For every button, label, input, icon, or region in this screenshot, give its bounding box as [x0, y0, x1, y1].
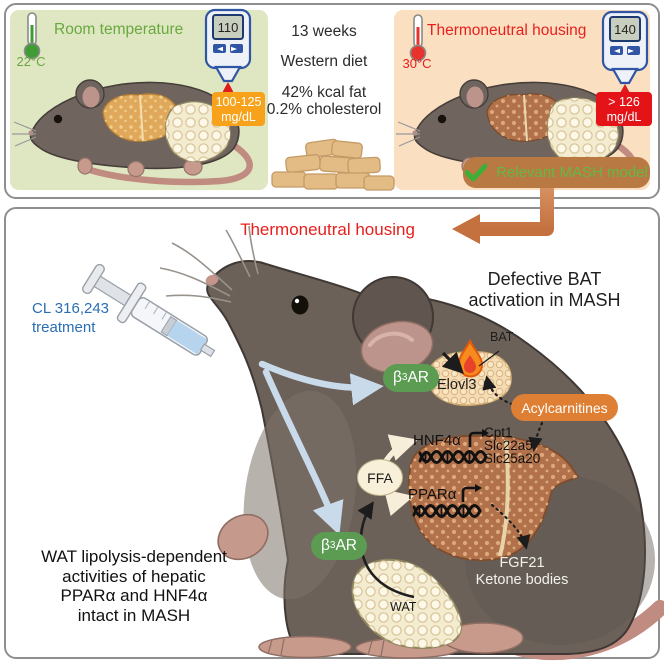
diet-info: 13 weeks Western diet 42% kcal fat 0.2% … [260, 23, 388, 119]
checkmark-icon [465, 163, 488, 182]
diet-fat: 42% kcal fat [281, 83, 367, 101]
liver-outputs-label: FGF21 Ketone bodies [475, 555, 569, 588]
hnf4a-target-genes: Cpt1 Slc22a5 Slc25a20 [484, 425, 541, 466]
acylcarnitines-pill: Acylcarnitines [511, 394, 618, 421]
mash-model-banner: Relevant MASH model [463, 157, 650, 188]
down-arrow-icon: ↓ [480, 377, 488, 393]
normoglycemia-badge: 100-125 mg/dL [212, 92, 265, 126]
hyperglycemia-badge: > 126 mg/dL [596, 92, 652, 126]
thermo-panel-title: Thermoneutral housing [427, 22, 587, 39]
room-temperature-value: 22°C [16, 54, 46, 69]
room-panel-title: Room temperature [54, 21, 184, 38]
banner-label: Relevant MASH model [496, 164, 648, 181]
defective-bat-label: Defective BAT activation in MASH [468, 269, 621, 310]
elovl3-label: Elovl3 ↓ [437, 377, 488, 393]
conclusion-text: WAT lipolysis-dependent activities of he… [41, 547, 227, 625]
ppara-label: PPARα [408, 486, 457, 503]
wat-label: WAT [390, 600, 417, 614]
hnf4a-label: HNF4α [413, 432, 461, 449]
ffa-label: FFA [357, 459, 403, 496]
treatment-label: CL 316,243 treatment [32, 300, 110, 336]
bottom-title: Thermoneutral housing [240, 220, 415, 239]
diet-duration: 13 weeks [291, 23, 357, 40]
thermo-temperature-value: 30°C [402, 56, 432, 71]
diet-cholesterol: 0.2% cholesterol [266, 101, 382, 119]
diet-name: Western diet [280, 52, 368, 70]
bat-label: BAT [490, 330, 514, 344]
